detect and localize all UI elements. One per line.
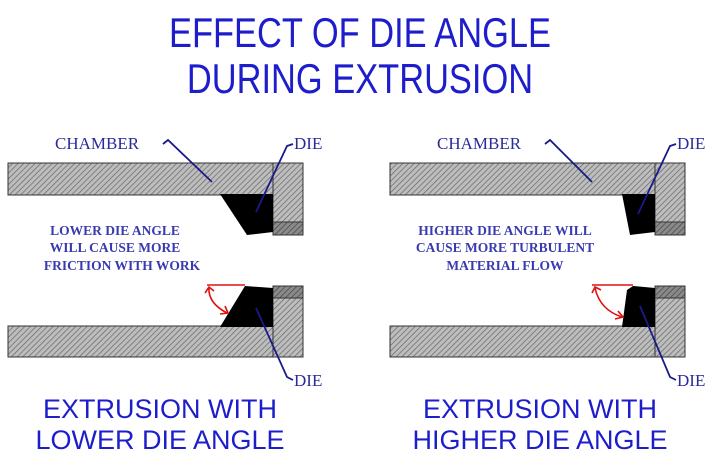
die-bottom — [220, 286, 273, 327]
note-line-1: LOWER DIE ANGLE — [50, 223, 180, 238]
die-leader-top — [637, 143, 677, 215]
caption-line-2: HIGHER DIE ANGLE — [412, 425, 667, 455]
chamber-label: CHAMBER — [55, 134, 140, 153]
caption-line-1: EXTRUSION WITH — [43, 394, 277, 424]
title-line-2: DURING EXTRUSION — [187, 56, 533, 103]
die-bottom — [622, 286, 655, 327]
die-seat-top — [272, 221, 304, 236]
note-line-3: FRICTION WITH WORK — [44, 258, 201, 273]
chamber-bottom-wall — [389, 325, 686, 358]
panel-lower-die-angle: CHAMBER DIE DIE LOWER DIE ANGLE WILL CAU… — [7, 134, 322, 455]
note-line-1: HIGHER DIE ANGLE WILL — [418, 223, 591, 238]
die-label-top: DIE — [294, 134, 322, 153]
title-line-1: EFFECT OF DIE ANGLE — [169, 10, 551, 57]
chamber-top-wall — [389, 162, 686, 196]
caption-line-1: EXTRUSION WITH — [423, 394, 657, 424]
panel-higher-die-angle: CHAMBER DIE DIE HIGHER DIE ANGLE WILL CA… — [389, 134, 705, 455]
caption-line-2: LOWER DIE ANGLE — [35, 425, 284, 455]
chamber-leader — [544, 138, 593, 183]
chamber-bottom-wall — [7, 325, 304, 358]
chamber-top-wall — [7, 162, 304, 196]
die-leader-bottom — [639, 305, 677, 381]
die-top — [220, 194, 273, 235]
chamber-label: CHAMBER — [437, 134, 522, 153]
die-leader-bottom — [255, 307, 294, 381]
die-seat-top — [654, 221, 686, 236]
note-line-3: MATERIAL FLOW — [446, 258, 564, 273]
die-leader-top — [255, 143, 294, 213]
die-label-top: DIE — [677, 134, 705, 153]
die-seat-bottom — [654, 285, 686, 299]
note-line-2: WILL CAUSE MORE — [50, 240, 181, 255]
note-line-2: CAUSE MORE TURBULENT — [416, 240, 594, 255]
die-label-bottom: DIE — [294, 371, 322, 390]
chamber-leader — [162, 138, 213, 183]
die-seat-bottom — [272, 285, 304, 299]
die-top — [622, 194, 655, 235]
die-label-bottom: DIE — [677, 371, 705, 390]
angle-indicator — [204, 284, 245, 315]
angle-indicator — [591, 284, 633, 320]
